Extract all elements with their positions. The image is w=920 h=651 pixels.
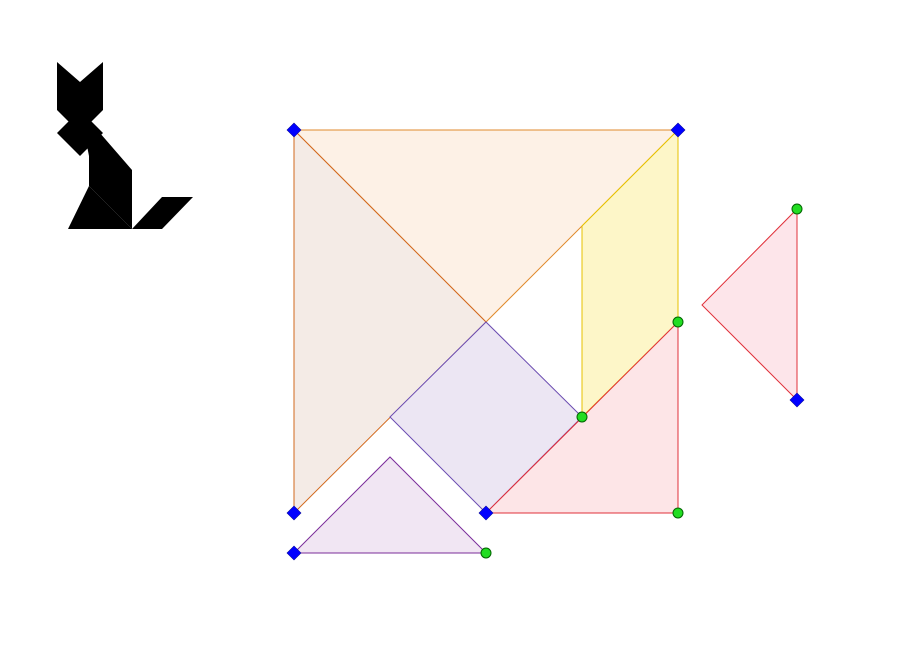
cat-ears [57,62,103,110]
move-handles [286,122,805,561]
target-silhouette-cat [57,62,193,229]
move-handle[interactable] [670,122,686,138]
small-triangle-bottom-piece[interactable] [292,456,488,554]
cat-body [80,110,132,229]
small-triangle-right-piece[interactable] [701,207,798,402]
cat-base [68,186,132,229]
rotate-handles [480,203,803,559]
rotate-handle[interactable] [480,547,492,559]
move-handle[interactable] [286,545,302,561]
rotate-handle[interactable] [791,203,803,215]
move-handle[interactable] [286,122,302,138]
cat-tail [132,197,193,229]
rotate-handle[interactable] [576,411,588,423]
move-handle[interactable] [478,505,494,521]
move-handle[interactable] [286,505,302,521]
rotate-handle[interactable] [672,316,684,328]
move-handle[interactable] [789,392,805,408]
rotate-handle[interactable] [672,507,684,519]
